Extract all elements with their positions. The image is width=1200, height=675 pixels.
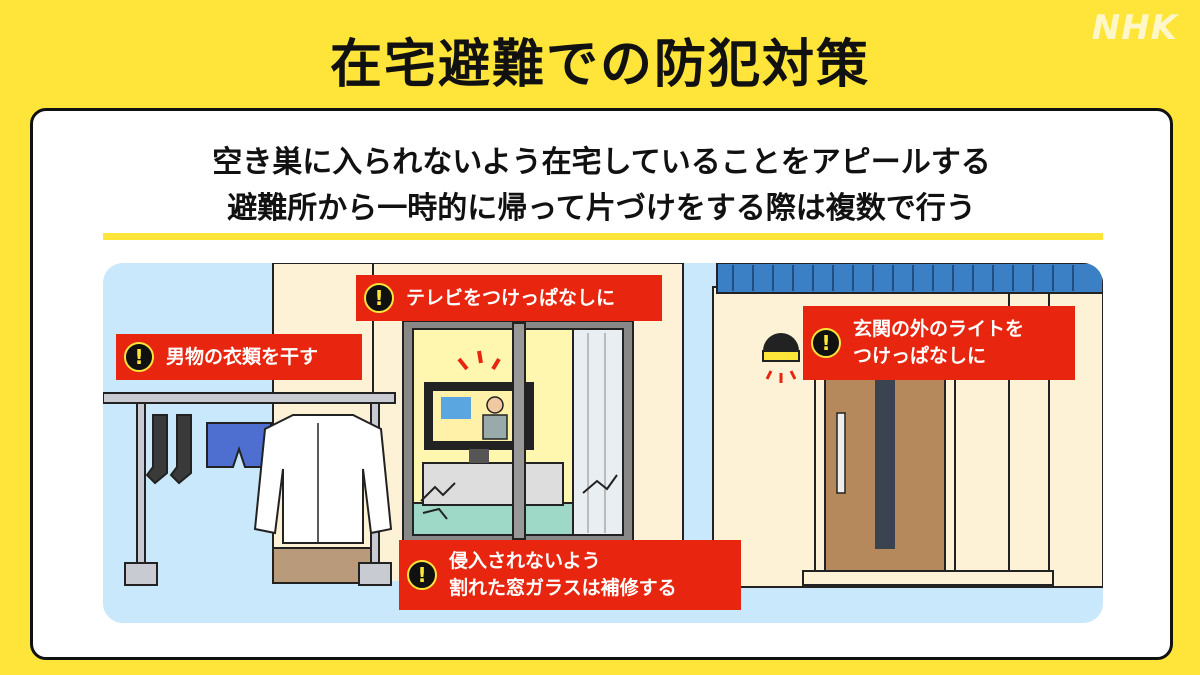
door-handle: [836, 412, 846, 494]
callout-tv: ! テレビをつけっぱなしに: [356, 275, 662, 321]
sock-right: [169, 414, 192, 485]
curtain: [572, 328, 624, 536]
subtitle-line-2: 避難所から一時的に帰って片づけをする際は複数で行う: [227, 191, 976, 226]
callout-window-text-2: 割れた窓ガラスは補修する: [449, 577, 677, 599]
callout-light: ! 玄関の外のライトを つけっぱなしに: [803, 306, 1075, 380]
warning-icon: !: [364, 283, 394, 313]
callout-laundry: ! 男物の衣類を干す: [116, 334, 362, 380]
roof: [716, 263, 1103, 294]
crack-left: [420, 482, 456, 502]
page-title: 在宅避難での防犯対策: [329, 35, 870, 95]
callout-window: ! 侵入されないよう 割れた窓ガラスは補修する: [399, 540, 741, 610]
shirt: [253, 414, 393, 544]
crack-right: [582, 474, 618, 494]
callout-light-text-2: つけっぱなしに: [853, 345, 987, 367]
warning-icon: !: [124, 342, 154, 372]
window-mullion: [512, 322, 526, 540]
warning-icon: !: [811, 328, 841, 358]
warning-icon: !: [407, 560, 437, 590]
callout-tv-text: テレビをつけっぱなしに: [406, 286, 616, 309]
yellow-divider: [103, 233, 1103, 240]
sock-left: [145, 414, 168, 485]
porch-light-icon: [763, 333, 799, 351]
step: [272, 547, 374, 584]
nhk-logo: NHK: [1091, 8, 1178, 48]
callout-light-text-1: 玄関の外のライトを: [853, 318, 1025, 340]
callout-window-text-1: 侵入されないよう: [449, 550, 601, 572]
subtitle-line-1: 空き巣に入られないよう在宅していることをアピールする: [212, 145, 991, 180]
tv-stand: [422, 462, 564, 506]
callout-laundry-text: 男物の衣類を干す: [166, 345, 319, 368]
